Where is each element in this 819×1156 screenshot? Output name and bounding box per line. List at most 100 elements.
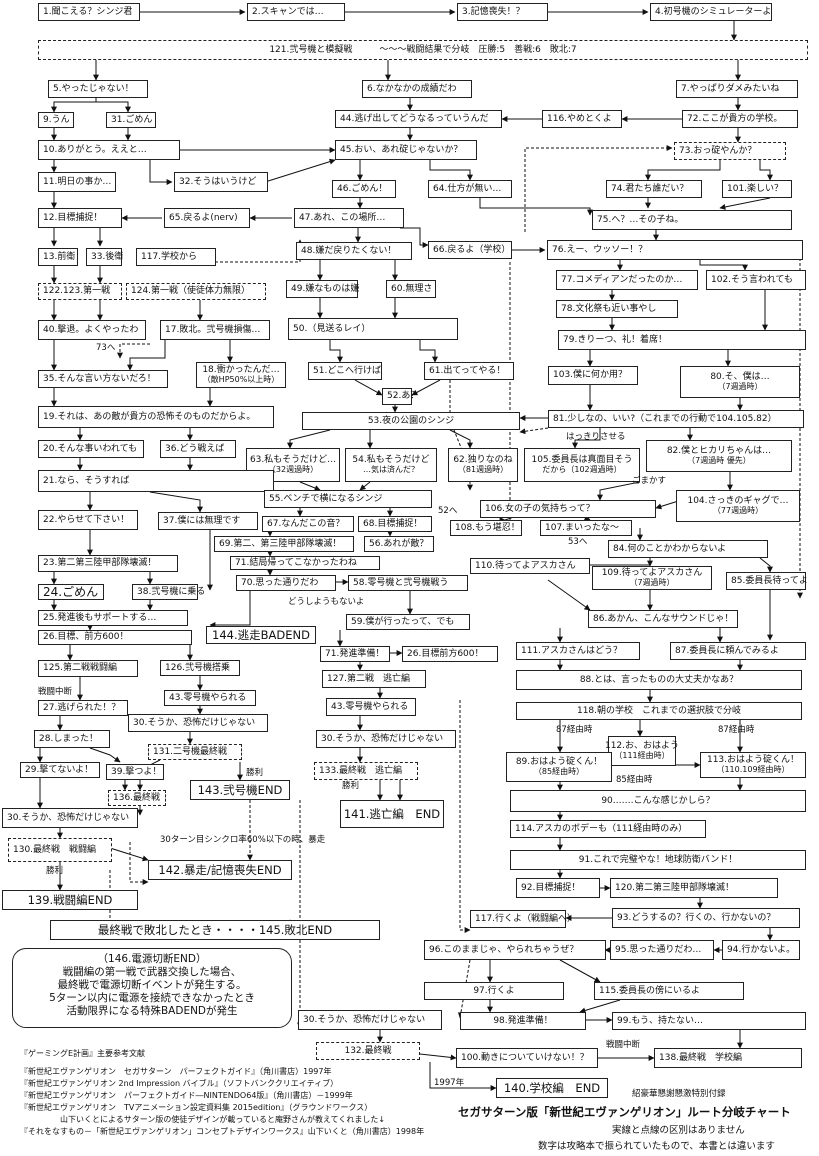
node-62: 62.独りなのね （81週過時）	[448, 448, 518, 482]
node-7: 7.やっぱりダメみたいね	[676, 80, 798, 98]
node-38: 38.弐号機に乗る	[132, 584, 205, 600]
node-29: 29.撃てないよ！	[20, 762, 100, 778]
label-via-87: 87経由時	[556, 725, 593, 735]
node-69: 69.第二、第三陸甲部隊壊滅！	[214, 536, 354, 552]
node-11: 11.明日の事か…	[38, 172, 116, 192]
node-49: 49.嫌なものは嫌	[286, 280, 359, 298]
node-68: 68.目標捕捉！	[358, 516, 432, 532]
node-98: 98.発進準備！	[460, 1012, 586, 1030]
node-18: 18.衝かったんだ… （敵HP50%以上時）	[196, 362, 286, 388]
node-60: 60.無理さ	[386, 280, 436, 298]
node-12: 12.目標捕捉！	[38, 208, 122, 228]
node-117-battle: 117.行くよ（戦闘編へ）	[470, 910, 576, 928]
node-36: 36.どう戦えば	[160, 440, 236, 458]
node-80-text: 80.そ、僕は…	[710, 372, 770, 382]
node-52: 52.あ？	[382, 388, 419, 405]
node-89: 89.おはよう碇くん！ （85経由時）	[506, 752, 612, 782]
node-43-zero: 43.零号機やられる	[164, 690, 256, 706]
node-141-end: 141.逃亡編 END	[340, 800, 444, 828]
node-56: 56.あれが敵？	[364, 536, 434, 552]
label-to-73: 73へ	[96, 343, 116, 353]
note-line-5: 活動限界になる特殊BADENDが発生	[66, 1005, 238, 1017]
node-105: 105.委員長は真面目そう だから（102週過時）	[524, 448, 640, 482]
node-82-text: 82.僕とヒカリちゃんは…	[666, 446, 772, 456]
node-18-text: 18.衝かったんだ…	[202, 365, 280, 375]
node-122: 122.123.第一戦	[38, 283, 122, 300]
node-63-condition: （32週過時）	[267, 465, 319, 474]
node-138: 138.最終戦 学校編	[654, 1048, 802, 1068]
node-50: 50.（見送るレイ）	[288, 318, 458, 340]
node-121: 121.弐号機と模擬戦 ～～～戦闘結果で分岐 圧勝:5 善戦:6 敗北:7	[38, 40, 808, 60]
node-35: 35.そんな言い方ないだろ！	[38, 370, 168, 388]
node-33: 33.後衛	[86, 248, 123, 266]
node-21: 21.なら、そうすれば	[38, 470, 274, 492]
node-109-condition: （7週過時）	[629, 578, 675, 587]
node-117-school: 117.学校から	[136, 248, 216, 266]
footer-line-1: 実線と点線の区別はありません	[612, 1125, 745, 1136]
node-40: 40.撃退。よくやったわ	[38, 320, 146, 340]
node-118: 118.朝の学校 これまでの選択肢で分岐	[516, 702, 802, 720]
node-109-text: 109.待ってよアスカさん	[601, 568, 703, 578]
node-30-b: 30.そうか、恐怖だけじゃない	[316, 730, 456, 748]
node-74: 74.君たち誰だい？	[606, 180, 702, 198]
node-101: 101.楽しい？	[722, 180, 792, 198]
node-93: 93.どうするの？行くの、行かないの？	[612, 908, 800, 928]
node-47: 47.あれ、この場所…	[294, 208, 404, 228]
node-10: 10.ありがとう。ええと…	[38, 140, 180, 160]
node-113-text: 113.おはよう碇くん！	[706, 755, 800, 765]
node-104-condition: （77週過時）	[712, 506, 764, 515]
node-114: 114.アスカのボデーも（111経由時のみ）	[510, 820, 706, 838]
node-26: 26.目標、前方600！	[38, 630, 192, 645]
node-2: 2.スキャンでは…	[247, 3, 345, 21]
node-48: 48.嫌だ戻りたくない！	[296, 242, 412, 260]
node-18-condition: （敵HP50%以上時）	[202, 375, 280, 384]
node-144-end: 144.逃走BADEND	[206, 626, 316, 644]
node-4: 4.初号機のシミュレーターよ	[650, 3, 772, 21]
node-39: 39.撃つよ！	[106, 764, 164, 780]
node-78: 78.文化祭も近い事やし	[556, 300, 678, 318]
note-power-cut-end: （146.電源切断END） 戦闘編の第一戦で武器交換した場合、 最終戦で電源切断…	[12, 948, 292, 1028]
node-1: 1.聞こえる？シンジ君	[38, 3, 140, 21]
node-62-text: 62.独りなのね	[453, 455, 513, 465]
node-124: 124.第一戦（使徒体力無限）	[126, 283, 266, 300]
node-82: 82.僕とヒカリちゃんは… （7週過時 優先）	[646, 440, 792, 472]
node-99: 99.もう、持たない…	[612, 1012, 806, 1030]
node-62-condition: （81週過時）	[457, 465, 509, 474]
node-19: 19.それは、あの敵が貴方の恐怖そのものだからよ。	[38, 406, 274, 428]
footer-line-2: 数字は攻略本で振られていたもので、本書とは違います	[538, 1141, 775, 1152]
label-victory-2: 勝利	[342, 781, 360, 791]
node-113-condition: （110.109経由時）	[716, 765, 790, 774]
note-line-1: （146.電源切断END）	[97, 953, 207, 965]
node-142-end: 142.暴走/記憶喪失END	[148, 860, 292, 880]
node-30-d: 30.そうか、恐怖だけじゃない	[298, 1010, 442, 1030]
node-95: 95.思った通りだわ…	[610, 940, 714, 960]
node-102: 102.そう言われても	[706, 270, 806, 290]
node-67: 67.なんだこの音？	[262, 516, 354, 532]
node-71-return: 71.結局帰ってこなかったわね	[230, 556, 380, 570]
node-53: 53.夜の公園のシンジ	[302, 412, 520, 430]
node-120: 120.第二第三陸甲部隊壊滅！	[610, 878, 778, 898]
chart-title: セガサターン版「新世紀エヴァンゲリオン」ルート分岐チャート	[458, 1105, 791, 1119]
node-72: 72.ここが貴方の学校。	[682, 110, 798, 128]
note-line-3: 最終戦で電源切断イベントが発生する。	[57, 979, 247, 991]
node-76: 76.えー、ウッソー！？	[547, 240, 803, 260]
node-92: 92.目標捕捉！	[516, 878, 600, 898]
node-79: 79.きりーつ、礼！着席！	[558, 330, 806, 350]
label-shouganai: どうしようもないよ	[288, 597, 365, 607]
node-58: 58.零号機と弐号機戦う	[348, 575, 468, 591]
node-104-text: 104.さっきのギャグで…	[687, 496, 789, 506]
node-44: 44.逃げ出してどうなるっていうんだ	[335, 110, 502, 128]
node-9: 9.うん	[38, 112, 74, 128]
node-70: 70.思った通りだわ	[236, 575, 336, 591]
node-31: 31.ごめん	[106, 112, 156, 128]
node-37: 37.僕には無理です	[158, 512, 258, 530]
footer-tag: 紹豪華懇謝懇激特別付録	[632, 1089, 726, 1099]
label-battle-interrupt-2: 戦闘中断	[606, 1040, 641, 1050]
node-26-target: 26.目標前方600！	[402, 646, 498, 662]
node-23: 23.第二第三陸甲部隊壊滅！	[38, 555, 178, 572]
reference-2: 『新世紀エヴァンゲリオン 2nd Impression バイブル』（ソフトバンク…	[20, 1079, 339, 1088]
node-136: 136.最終戦	[108, 790, 166, 806]
node-22: 22.やらせて下さい！	[38, 510, 138, 530]
node-54-line2: …気は済んだ？	[363, 465, 419, 474]
